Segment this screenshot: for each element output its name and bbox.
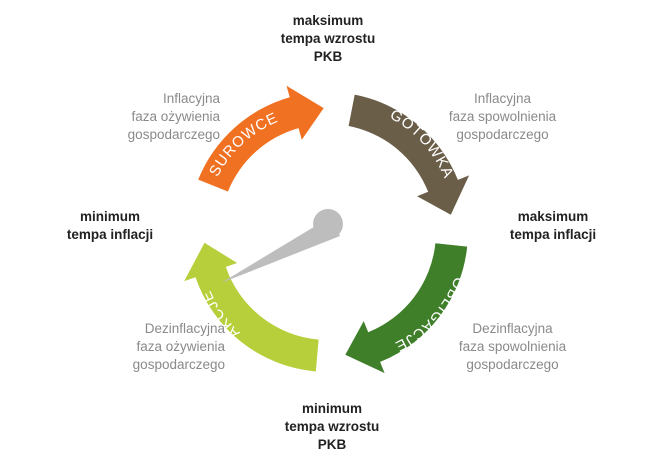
- phase-top-right: Inflacyjna faza spowolnienia gospodarcze…: [448, 91, 557, 142]
- needle-pointer: [221, 216, 340, 283]
- arrow-akcje: [184, 242, 319, 372]
- arrow-surowce: [198, 85, 324, 192]
- label-bottom: minimum tempa wzrostu PKB: [284, 401, 380, 452]
- phase-top-left: Inflacyjna faza ożywienia gospodarczego: [127, 91, 220, 142]
- label-left: minimum tempa inflacji: [66, 209, 154, 242]
- phase-bottom-left: Dezinflacyjna faza ożywienia gospodarcze…: [132, 321, 225, 372]
- arrow-obligacje: [345, 243, 468, 374]
- label-top: maksimum tempa wzrostu PKB: [280, 13, 376, 64]
- arrow-gotowka: [348, 94, 470, 215]
- needle: [221, 209, 343, 283]
- phase-bottom-right: Dezinflacyjna faza spowolnienia gospodar…: [458, 321, 567, 372]
- label-right: maksimum tempa inflacji: [509, 209, 597, 242]
- needle-hub: [313, 209, 343, 239]
